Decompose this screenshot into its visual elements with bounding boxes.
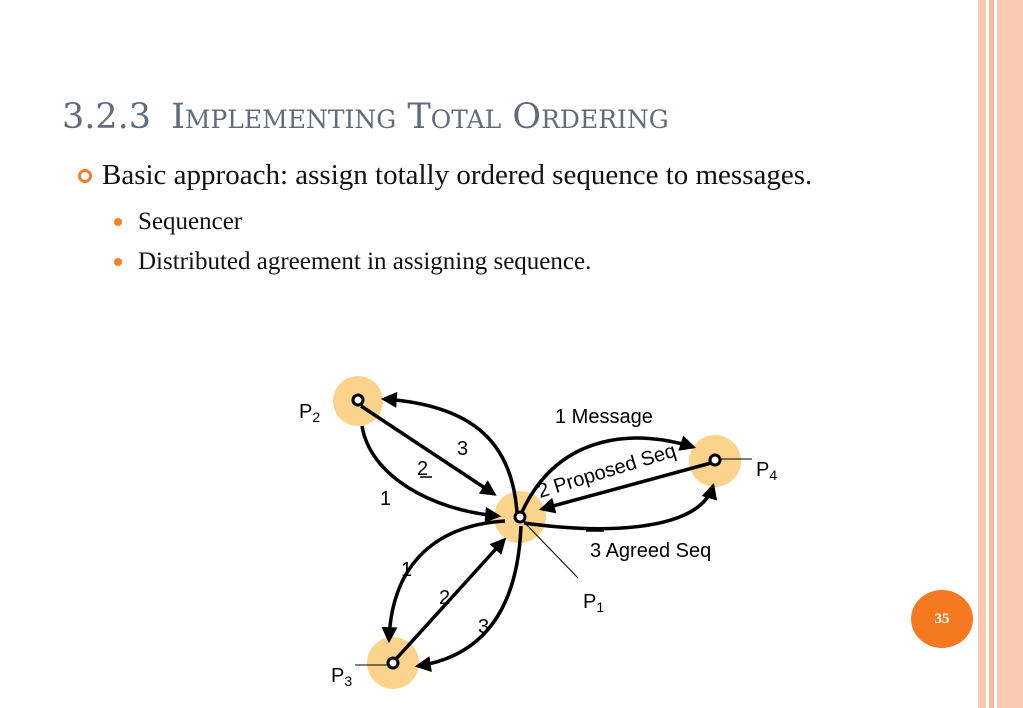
edge-p2-p1-proposed xyxy=(360,404,497,496)
node-label-p3: P3 xyxy=(331,665,352,689)
leader-p1 xyxy=(521,519,579,579)
edge-p1-p4-message xyxy=(520,435,697,513)
node-label-p2: P2 xyxy=(299,401,320,425)
decor-stripe xyxy=(994,0,997,708)
edge-p1-p3-message xyxy=(381,519,506,644)
edge-label-p2-agreed: 3 xyxy=(457,438,468,460)
decor-stripe xyxy=(978,0,986,708)
page-number-badge: 35 xyxy=(911,590,973,648)
node-label-p1: P1 xyxy=(583,591,604,615)
section-number: 3.2.3 xyxy=(62,97,152,137)
node-label-p4: P4 xyxy=(756,459,777,483)
bullet-list: Basic approach: assign totally ordered s… xyxy=(76,156,856,282)
title-small-caps: MPLEMENTING xyxy=(184,105,397,134)
dot-bullet-icon xyxy=(114,258,122,266)
edge-p1-p4-agreed xyxy=(523,482,718,531)
label-gap xyxy=(465,425,479,435)
title-small-caps: RDERING xyxy=(541,105,669,134)
edge-label-p4-message: 1 Message xyxy=(555,406,653,428)
edge-p1-p2-message xyxy=(380,391,519,514)
sub-bullet-text: Distributed agreement in assigning seque… xyxy=(138,248,592,275)
node-point-p2 xyxy=(351,393,365,407)
edge-p1-p2-agreed xyxy=(360,425,502,523)
ring-bullet-icon xyxy=(78,169,92,183)
slide-title: 3.2.3 IMPLEMENTING TOTAL ORDERING xyxy=(62,97,669,137)
title-initial: I xyxy=(171,97,185,137)
edge-label-p2-message: 1 xyxy=(380,488,391,510)
title-initial: T xyxy=(407,97,431,137)
edge-label-p2-proposed: 2 xyxy=(417,458,428,480)
edge-label-p3-message: 1 xyxy=(401,559,412,581)
edge-p3-p1-proposed xyxy=(394,537,507,661)
edge-p4-p1-proposed xyxy=(538,461,712,514)
node-point-p3 xyxy=(386,656,400,670)
edge-label-p3-agreed: 3 xyxy=(478,616,489,638)
title-initial: O xyxy=(512,97,542,137)
title-small-caps: OTAL xyxy=(430,105,502,134)
sub-bullet-item: Distributed agreement in assigning seque… xyxy=(76,242,856,282)
edge-p1-p3-agreed xyxy=(414,525,523,672)
sub-bullet-text: Sequencer xyxy=(138,208,243,235)
edge-label-p4-proposed: 2 Proposed Seq xyxy=(535,440,679,503)
edge-label-p3-proposed: 2 xyxy=(439,587,450,609)
edge-label-p4-agreed: 3 Agreed Seq xyxy=(590,540,711,562)
node-point-p1 xyxy=(513,510,527,524)
decor-stripe xyxy=(997,0,1023,708)
bullet-text: Basic approach: assign totally ordered s… xyxy=(102,159,813,191)
sub-bullet-item: Sequencer xyxy=(76,202,856,242)
decor-stripe xyxy=(989,0,994,708)
node-point-p4 xyxy=(708,453,722,467)
decor-stripe xyxy=(986,0,989,708)
bullet-item: Basic approach: assign totally ordered s… xyxy=(76,156,856,194)
dot-bullet-icon xyxy=(114,218,122,226)
